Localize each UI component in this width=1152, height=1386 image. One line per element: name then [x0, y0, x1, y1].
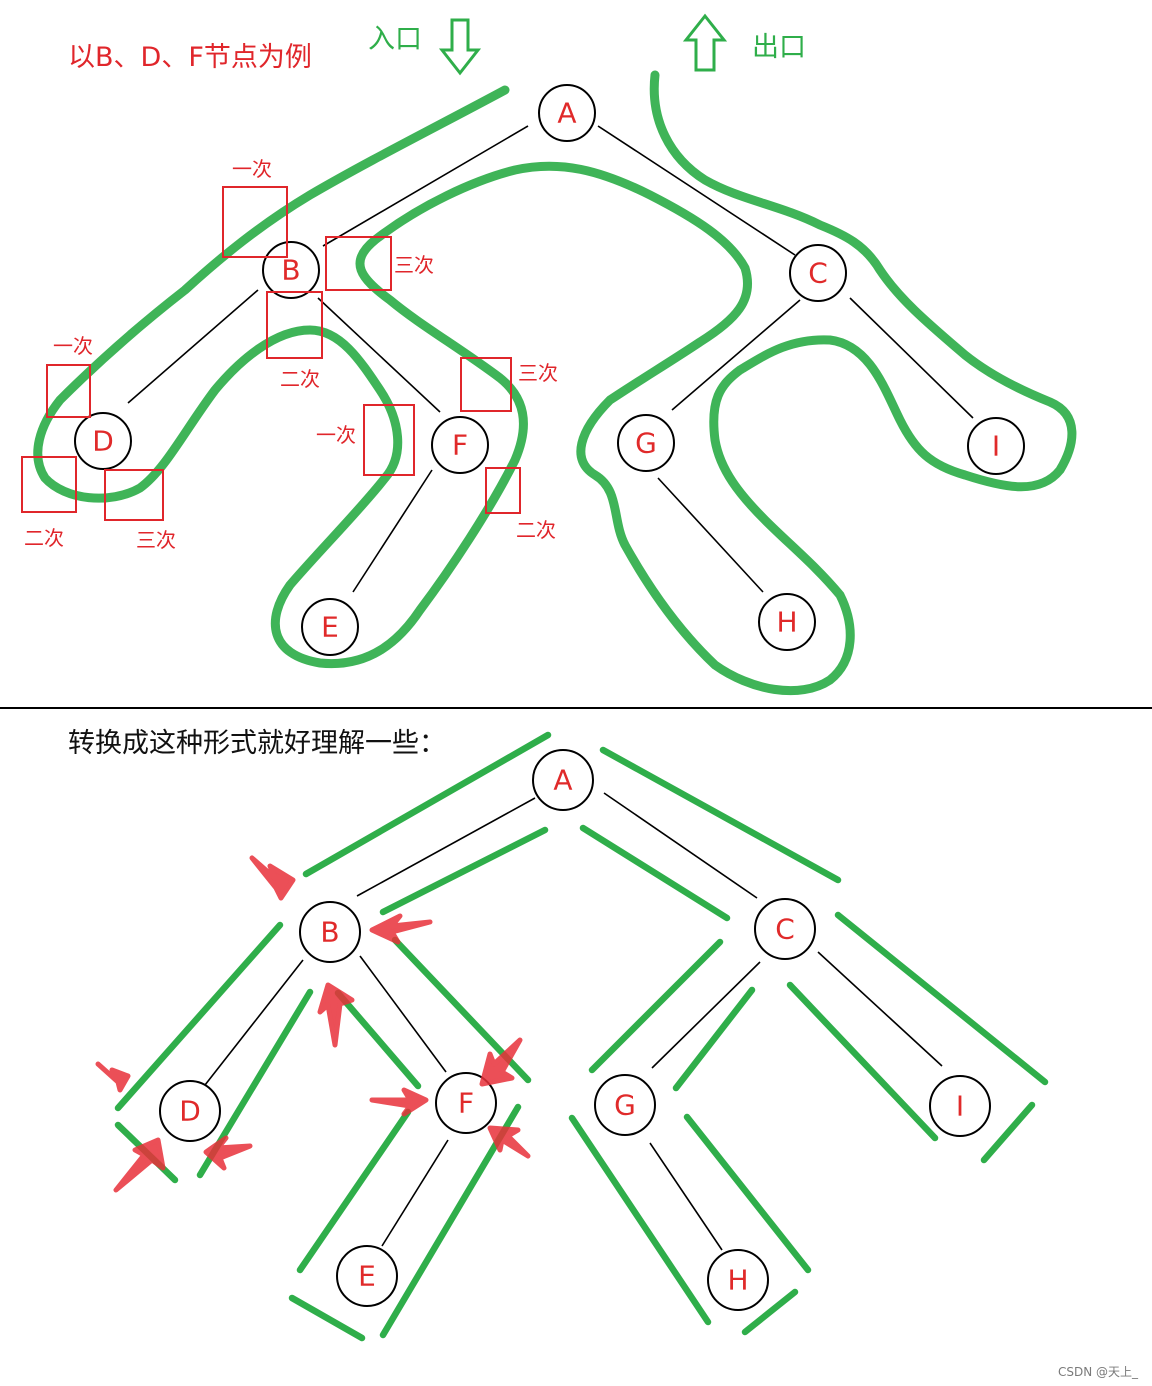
- svg-text:一次: 一次: [232, 157, 272, 181]
- svg-text:E: E: [321, 611, 339, 644]
- svg-text:一次: 一次: [53, 334, 93, 358]
- visit-mark-b-third: 三次: [325, 236, 434, 291]
- watermark: CSDN @天上_: [1058, 1365, 1139, 1379]
- svg-text:D: D: [92, 425, 114, 458]
- visit-mark-d-first: 一次: [46, 334, 93, 418]
- svg-text:C: C: [775, 913, 795, 946]
- svg-text:H: H: [727, 1264, 748, 1297]
- edge-c-i-2: [817, 951, 943, 1067]
- traversal-segments: [114, 731, 1049, 1342]
- top-note: 以B、D、F节点为例: [68, 42, 312, 73]
- node-b: B: [262, 241, 320, 299]
- red-arrow-icon: [95, 1061, 131, 1093]
- svg-text:三次: 三次: [518, 361, 558, 385]
- node-c: C: [789, 244, 847, 302]
- svg-text:三次: 三次: [394, 253, 434, 277]
- node-d: D: [74, 412, 132, 470]
- svg-text:二次: 二次: [516, 518, 556, 542]
- edge-b-f-2: [359, 955, 447, 1073]
- edge-b-d-2: [204, 959, 304, 1086]
- edge-a-c: [597, 125, 796, 256]
- node-i-2: I: [929, 1075, 991, 1137]
- svg-text:F: F: [458, 1087, 474, 1120]
- edge-c-i: [849, 297, 974, 419]
- node-e-2: E: [336, 1245, 398, 1307]
- red-arrow-icon: [203, 1135, 253, 1171]
- edge-g-h-2: [649, 1142, 723, 1251]
- visit-mark-f-first: 一次: [316, 404, 415, 476]
- svg-text:三次: 三次: [136, 528, 176, 552]
- red-arrow-icon: [369, 1087, 429, 1117]
- edge-b-d: [127, 289, 259, 404]
- up-arrow-outline-icon: [682, 13, 728, 72]
- svg-text:I: I: [956, 1090, 964, 1123]
- visit-mark-f-third: 三次: [460, 357, 558, 412]
- node-f-2: F: [435, 1072, 497, 1134]
- entrance-label: 入口: [368, 24, 422, 55]
- top-panel: 以B、D、F节点为例 入口 出口 A B C D F G I E H 一次: [21, 13, 1077, 696]
- svg-text:A: A: [557, 97, 576, 130]
- red-arrow-icon: [369, 913, 433, 945]
- edge-a-b: [322, 125, 529, 247]
- svg-text:二次: 二次: [24, 526, 64, 550]
- edge-a-c-2: [603, 792, 758, 899]
- visit-mark-b-first: 一次: [222, 157, 288, 258]
- exit-label: 出口: [752, 32, 806, 63]
- traversal-trail-left: [33, 70, 1077, 696]
- node-i: I: [967, 417, 1025, 475]
- red-arrow-icon: [249, 855, 296, 901]
- edge-b-f: [317, 297, 441, 413]
- node-h-2: H: [707, 1249, 769, 1311]
- bottom-panel: 转换成这种形式就好理解一些：: [68, 728, 1139, 1379]
- svg-text:一次: 一次: [316, 423, 356, 447]
- svg-text:G: G: [635, 427, 657, 460]
- red-arrow-icon: [113, 1137, 166, 1193]
- svg-text:E: E: [358, 1260, 376, 1293]
- visit-mark-b-second: 二次: [266, 291, 323, 391]
- svg-text:H: H: [776, 606, 797, 639]
- node-a: A: [538, 84, 596, 142]
- visit-mark-d-second: 二次: [21, 456, 77, 550]
- node-f: F: [431, 416, 489, 474]
- edge-f-e: [352, 469, 433, 593]
- edge-a-b-2: [356, 797, 536, 897]
- edge-f-e-2: [381, 1139, 449, 1247]
- svg-text:B: B: [281, 254, 300, 287]
- svg-text:D: D: [179, 1095, 201, 1128]
- visit-mark-f-second: 二次: [485, 467, 556, 542]
- svg-text:C: C: [808, 257, 828, 290]
- svg-text:A: A: [553, 764, 572, 797]
- svg-text:B: B: [320, 916, 339, 949]
- node-g-2: G: [594, 1074, 656, 1136]
- node-g: G: [617, 414, 675, 472]
- svg-text:F: F: [452, 429, 468, 462]
- visit-mark-d-third: 三次: [104, 469, 176, 552]
- red-arrow-icon: [479, 1037, 523, 1087]
- node-b-2: B: [299, 901, 361, 963]
- edge-g-h: [657, 477, 764, 593]
- svg-text:I: I: [992, 430, 1000, 463]
- edge-c-g-2: [651, 961, 761, 1069]
- down-arrow-outline-icon: [438, 18, 482, 76]
- node-c-2: C: [754, 898, 816, 960]
- svg-text:二次: 二次: [280, 367, 320, 391]
- node-d-2: D: [159, 1080, 221, 1142]
- node-a-2: A: [532, 749, 594, 811]
- subtitle: 转换成这种形式就好理解一些：: [68, 728, 446, 759]
- edge-c-g: [671, 299, 801, 411]
- node-h: H: [758, 593, 816, 651]
- node-e: E: [301, 598, 359, 656]
- svg-text:G: G: [614, 1089, 636, 1122]
- red-arrow-icon: [487, 1125, 531, 1159]
- red-arrow-icon: [317, 982, 355, 1048]
